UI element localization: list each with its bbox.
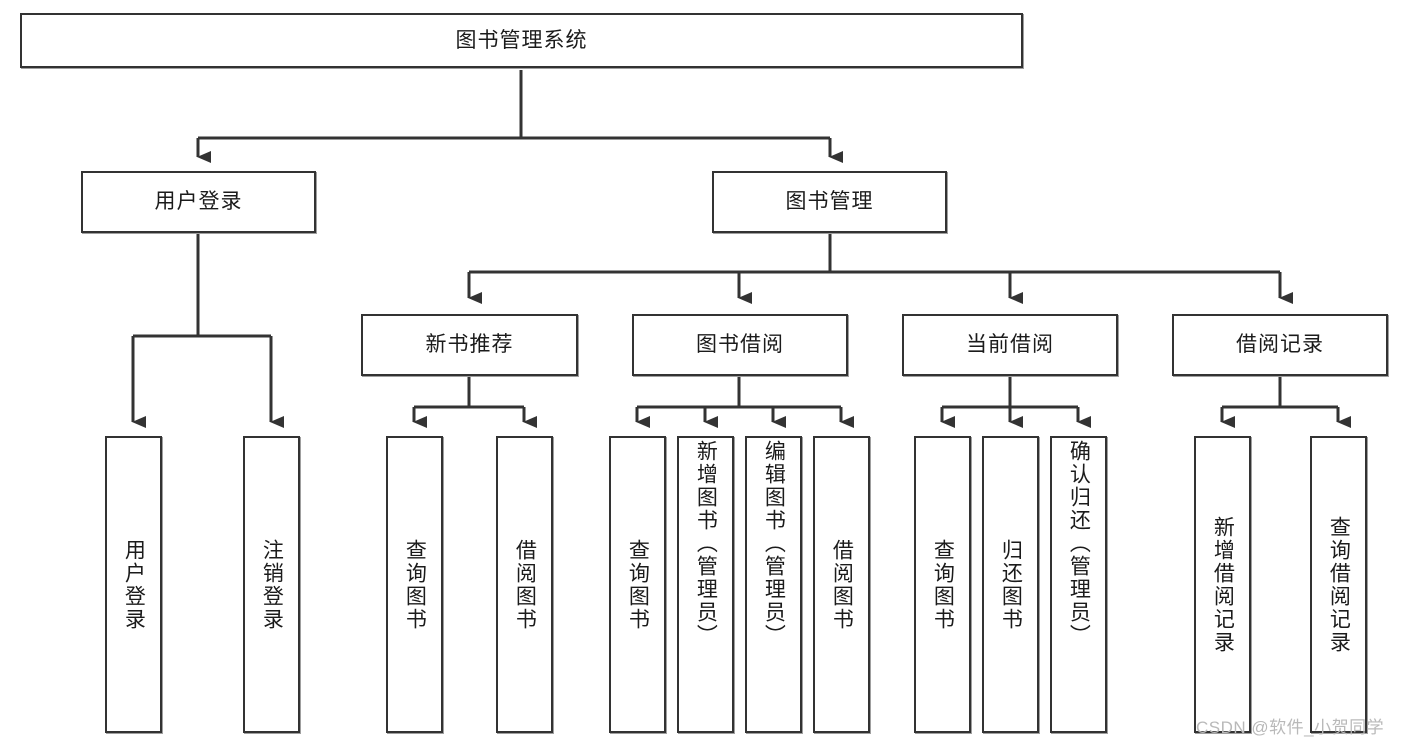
- node-leaf-query-book-1-label: 查询图书: [403, 538, 427, 631]
- node-book-management[interactable]: 图书管理: [712, 171, 947, 233]
- node-leaf-add-borrow-record-label: 新增借阅记录: [1211, 515, 1235, 654]
- node-new-book-recommend-label: 新书推荐: [425, 333, 514, 357]
- node-leaf-user-login[interactable]: 用户登录: [105, 436, 162, 733]
- node-leaf-borrow-book-2[interactable]: 借阅图书: [813, 436, 870, 733]
- node-current-borrow-label: 当前借阅: [966, 333, 1054, 357]
- node-leaf-query-borrow-record-label: 查询借阅记录: [1327, 515, 1351, 654]
- node-book-management-label: 图书管理: [785, 190, 874, 214]
- node-leaf-edit-book-admin-label: 编辑图书（管理员）: [762, 440, 786, 647]
- node-user-login[interactable]: 用户登录: [81, 171, 316, 233]
- node-leaf-user-login-label: 用户登录: [122, 538, 146, 631]
- node-leaf-return-book[interactable]: 归还图书: [982, 436, 1039, 733]
- node-leaf-query-book-3[interactable]: 查询图书: [914, 436, 971, 733]
- node-leaf-borrow-book-1-label: 借阅图书: [513, 538, 537, 631]
- node-book-borrow-label: 图书借阅: [696, 333, 784, 357]
- node-leaf-query-book-3-label: 查询图书: [931, 538, 955, 631]
- node-root-label: 图书管理系统: [455, 28, 588, 52]
- node-leaf-query-book-2-label: 查询图书: [626, 538, 650, 631]
- node-borrow-record[interactable]: 借阅记录: [1172, 314, 1388, 376]
- node-leaf-add-book-admin-label: 新增图书（管理员）: [694, 440, 718, 647]
- node-root[interactable]: 图书管理系统: [20, 13, 1023, 68]
- node-leaf-query-book-1[interactable]: 查询图书: [386, 436, 443, 733]
- node-leaf-query-borrow-record[interactable]: 查询借阅记录: [1310, 436, 1367, 733]
- node-leaf-confirm-return-admin[interactable]: 确认归还（管理员）: [1050, 436, 1107, 733]
- node-borrow-record-label: 借阅记录: [1236, 333, 1324, 357]
- node-book-borrow[interactable]: 图书借阅: [632, 314, 848, 376]
- node-leaf-add-book-admin[interactable]: 新增图书（管理员）: [677, 436, 734, 733]
- node-leaf-add-borrow-record[interactable]: 新增借阅记录: [1194, 436, 1251, 733]
- node-leaf-return-book-label: 归还图书: [999, 538, 1023, 631]
- node-leaf-edit-book-admin[interactable]: 编辑图书（管理员）: [745, 436, 802, 733]
- node-new-book-recommend[interactable]: 新书推荐: [361, 314, 578, 376]
- node-leaf-borrow-book-1[interactable]: 借阅图书: [496, 436, 553, 733]
- node-leaf-confirm-return-admin-label: 确认归还（管理员）: [1067, 440, 1091, 647]
- node-current-borrow[interactable]: 当前借阅: [902, 314, 1118, 376]
- node-leaf-logout-login[interactable]: 注销登录: [243, 436, 300, 733]
- node-user-login-label: 用户登录: [154, 190, 243, 214]
- csdn-watermark: CSDN @软件_小贺同学: [1196, 718, 1385, 737]
- node-leaf-logout-login-label: 注销登录: [260, 538, 284, 631]
- node-leaf-borrow-book-2-label: 借阅图书: [830, 538, 854, 631]
- node-leaf-query-book-2[interactable]: 查询图书: [609, 436, 666, 733]
